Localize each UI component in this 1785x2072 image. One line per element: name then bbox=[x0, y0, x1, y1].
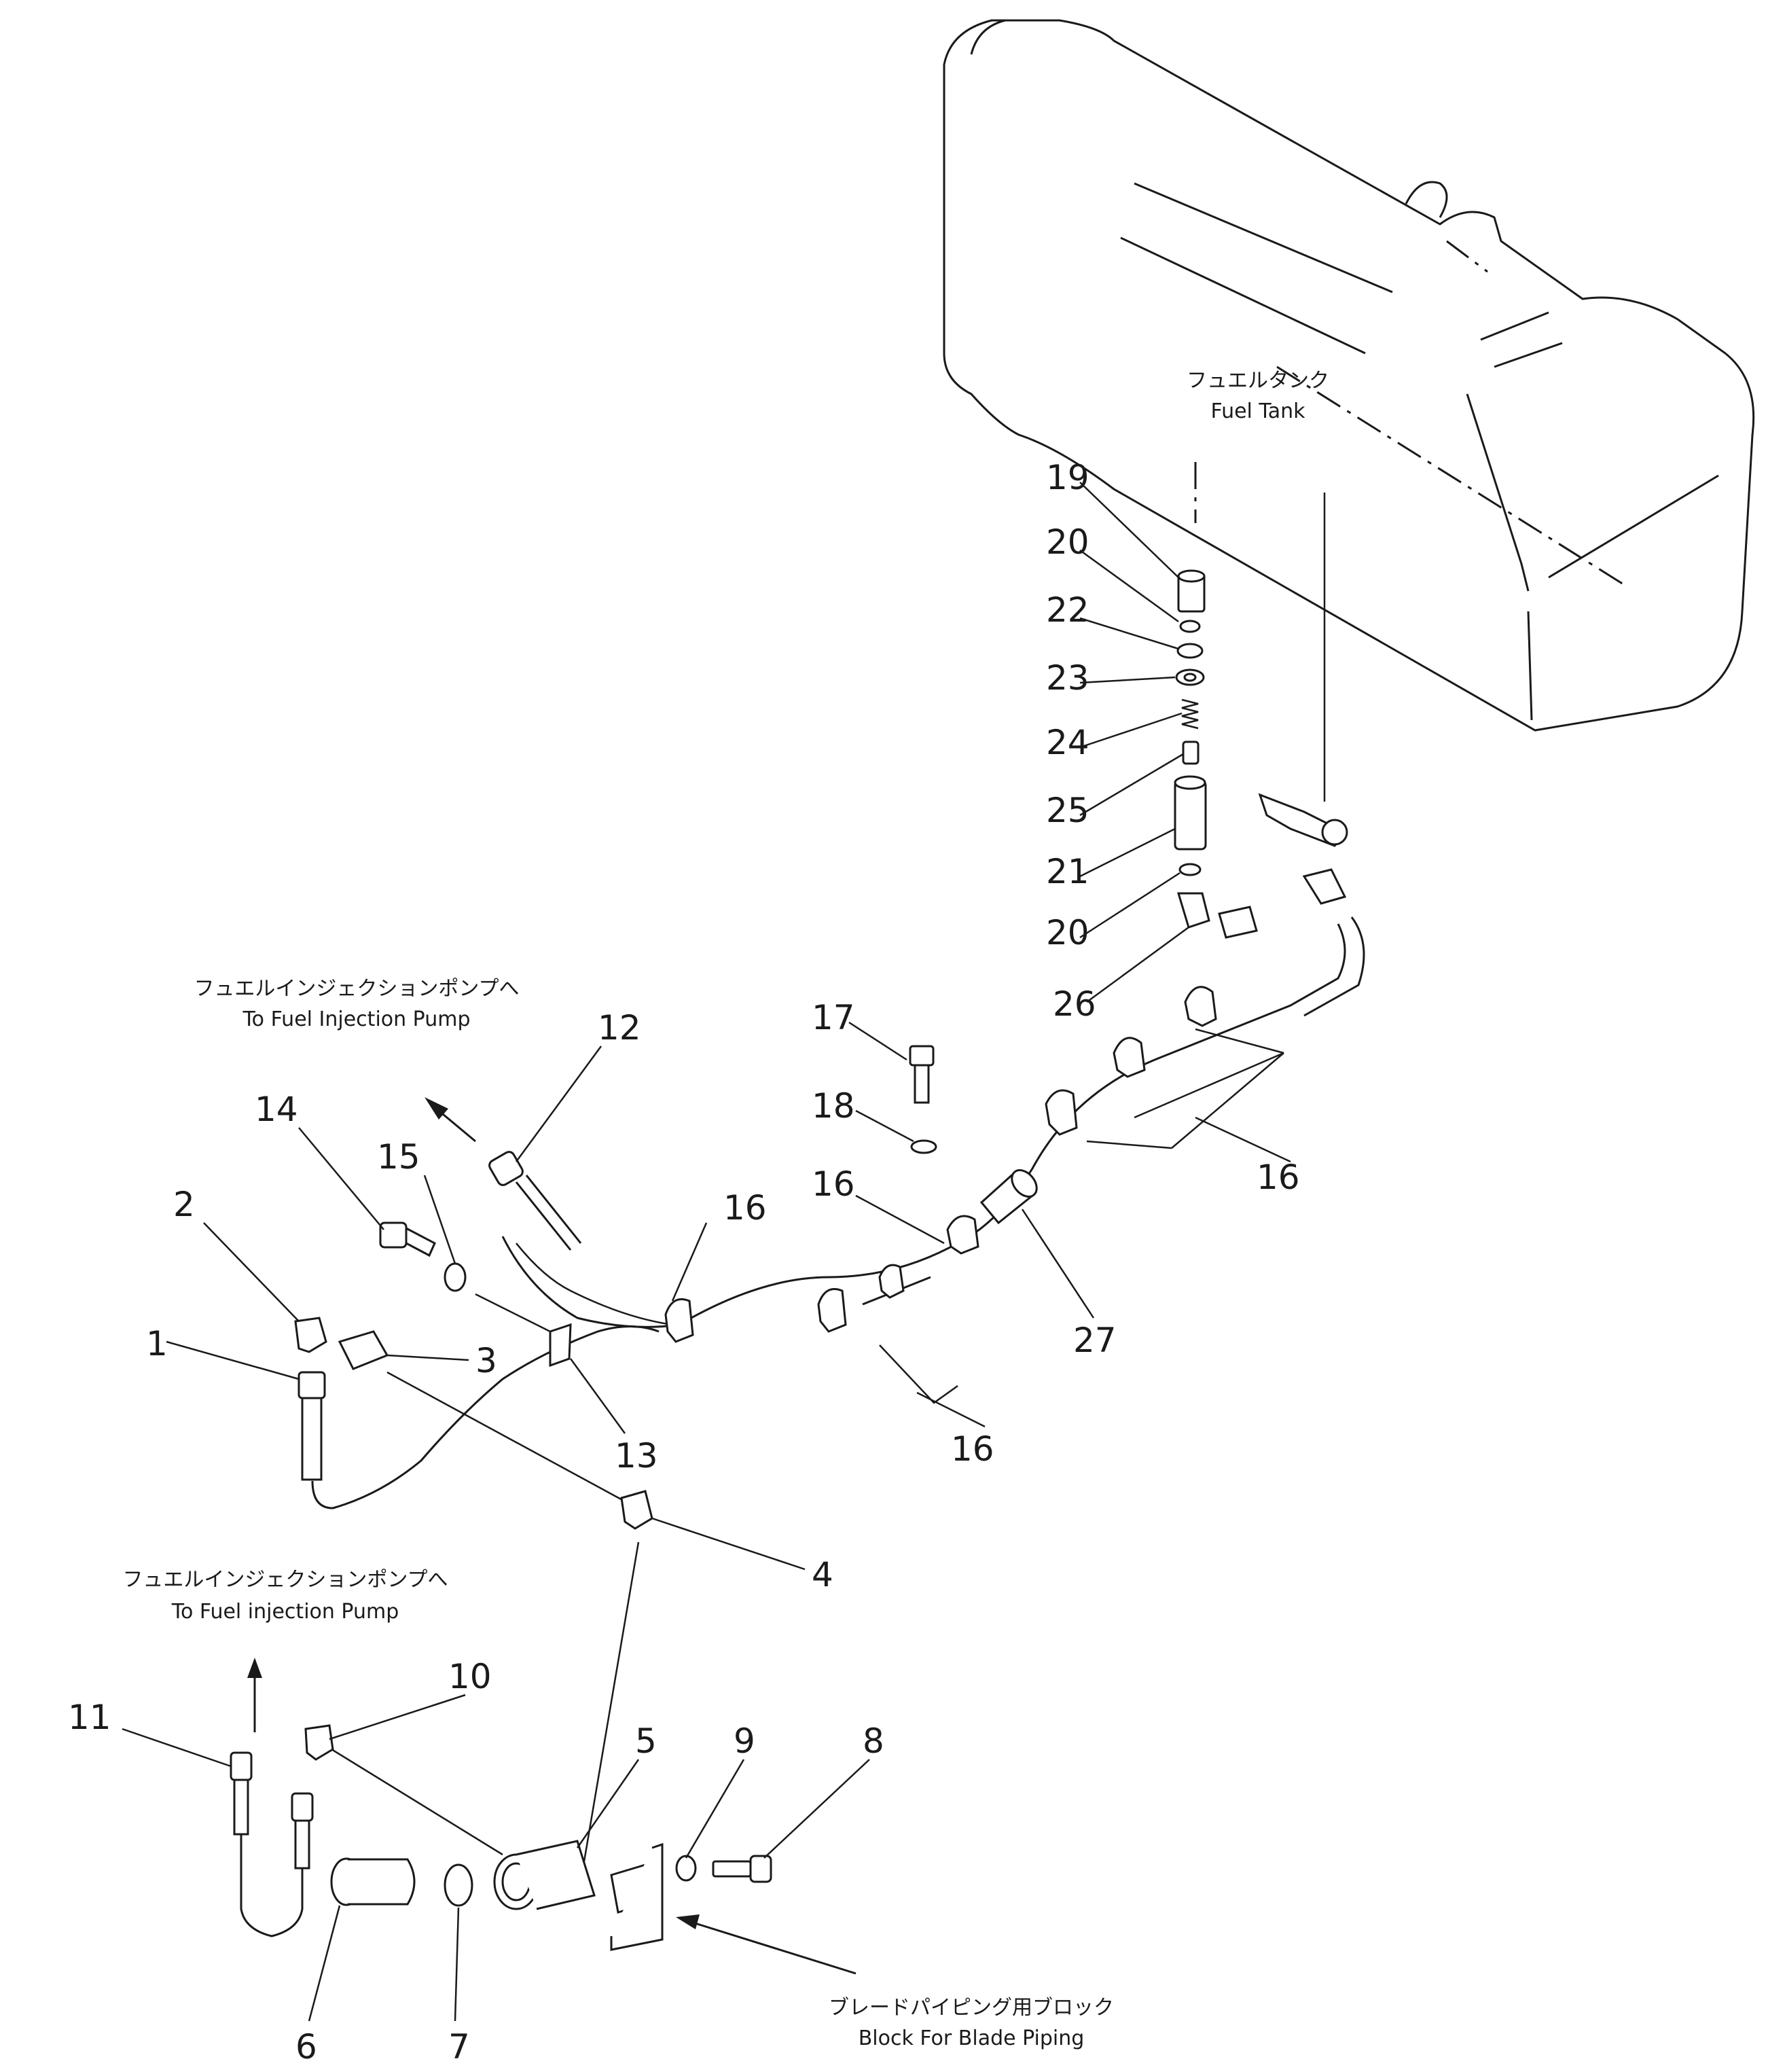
clamp-16-icon bbox=[1184, 986, 1217, 1027]
part-label-16-a: 16 bbox=[812, 1164, 855, 1204]
caption-pump-upper-jp: フュエルインジェクションポンプへ bbox=[194, 977, 519, 1001]
clamp-16-icon bbox=[664, 1298, 694, 1343]
caption-fuel-tank-jp: フュエルタンク bbox=[1187, 369, 1329, 393]
o-ring-20-icon bbox=[1179, 620, 1201, 633]
part-label-3: 3 bbox=[475, 1341, 497, 1380]
filter-21-icon bbox=[1174, 780, 1207, 851]
part-label-11: 11 bbox=[68, 1698, 111, 1737]
o-ring-7-icon bbox=[444, 1863, 473, 1907]
part-label-9: 9 bbox=[734, 1721, 755, 1761]
part-label-24: 24 bbox=[1046, 723, 1089, 762]
part-label-7: 7 bbox=[448, 2027, 470, 2067]
caption-pump-lower-en: To Fuel injection Pump bbox=[171, 1600, 399, 1624]
o-ring-20b-icon bbox=[1178, 863, 1202, 876]
caption-pump-upper-en: To Fuel Injection Pump bbox=[242, 1007, 470, 1031]
part-label-16-c: 16 bbox=[951, 1429, 994, 1469]
arrow-up-icon bbox=[247, 1658, 262, 1678]
leader-lines bbox=[122, 482, 1291, 2022]
caption-block-jp: ブレードパイピング用ブロック bbox=[829, 1996, 1114, 2020]
clamp-16-icon bbox=[1045, 1089, 1078, 1136]
pipe-lines bbox=[240, 462, 1365, 1937]
elbow-10-icon bbox=[304, 1724, 334, 1761]
clamp-16-icon bbox=[878, 1264, 905, 1299]
washer-9-icon bbox=[675, 1855, 697, 1882]
part-label-4: 4 bbox=[812, 1555, 833, 1594]
part-label-20: 20 bbox=[1046, 522, 1089, 562]
part-number-labels: 19 20 22 23 24 25 21 20 26 17 18 16 16 2… bbox=[68, 458, 1300, 2067]
part-label-5: 5 bbox=[635, 1721, 657, 1761]
part-label-23: 23 bbox=[1046, 658, 1089, 698]
flow-arrows bbox=[247, 1097, 857, 1975]
part-label-27: 27 bbox=[1073, 1321, 1117, 1360]
clamp-16-icon bbox=[817, 1288, 847, 1333]
washer-18-icon bbox=[910, 1139, 937, 1154]
fuel-tank bbox=[943, 19, 1755, 732]
arrow-left-icon bbox=[676, 1914, 700, 1929]
part-label-15: 15 bbox=[377, 1137, 420, 1177]
part-label-25: 25 bbox=[1046, 791, 1089, 830]
part-label-8: 8 bbox=[863, 1721, 884, 1761]
part-label-6: 6 bbox=[295, 2027, 317, 2067]
part-label-16-b: 16 bbox=[1257, 1158, 1300, 1197]
part-label-22: 22 bbox=[1046, 590, 1089, 630]
part-label-17: 17 bbox=[812, 998, 855, 1037]
bolt-17-icon bbox=[909, 1045, 935, 1067]
caption-pump-lower-jp: フュエルインジェクションポンプへ bbox=[122, 1568, 448, 1592]
clamp-16-icon bbox=[946, 1215, 979, 1255]
caption-block-en: Block For Blade Piping bbox=[859, 2026, 1085, 2050]
part-label-10: 10 bbox=[448, 1657, 492, 1696]
caption-fuel-tank-en: Fuel Tank bbox=[1210, 399, 1305, 423]
part-label-12: 12 bbox=[598, 1008, 641, 1048]
part-label-20b: 20 bbox=[1046, 913, 1089, 952]
connector-3-icon bbox=[338, 1330, 389, 1370]
washer-22-icon bbox=[1176, 643, 1204, 659]
part-label-1: 1 bbox=[146, 1324, 168, 1363]
spring-24-icon bbox=[1181, 698, 1199, 730]
valve-25-icon bbox=[1182, 740, 1200, 765]
fitting-11-icon bbox=[230, 1751, 253, 1781]
part-label-16-d: 16 bbox=[723, 1188, 767, 1228]
clamp-16-icon bbox=[1113, 1037, 1146, 1078]
captions: フュエルタンク Fuel Tank フュエルインジェクションポンプへ To Fu… bbox=[122, 369, 1329, 2050]
bolt-14-icon bbox=[379, 1221, 408, 1249]
fitting-1-icon bbox=[298, 1371, 326, 1399]
part-label-14: 14 bbox=[255, 1090, 298, 1129]
bolt-8-icon bbox=[712, 1860, 752, 1878]
elbow-2-icon bbox=[294, 1317, 327, 1353]
arrow-up-left-icon bbox=[425, 1097, 448, 1120]
part-label-26: 26 bbox=[1053, 984, 1096, 1024]
part-label-19: 19 bbox=[1046, 458, 1089, 497]
part-label-18: 18 bbox=[812, 1086, 855, 1126]
clip-13-icon bbox=[549, 1323, 572, 1368]
part-label-21: 21 bbox=[1046, 852, 1089, 891]
washer-15-icon bbox=[444, 1262, 467, 1292]
elbow-26-icon bbox=[1176, 892, 1210, 929]
part-label-13: 13 bbox=[615, 1436, 658, 1476]
elbow-4-icon bbox=[620, 1490, 653, 1530]
parts bbox=[230, 569, 1348, 1951]
fitting-12-icon bbox=[488, 1151, 524, 1186]
part-label-2: 2 bbox=[173, 1185, 195, 1224]
